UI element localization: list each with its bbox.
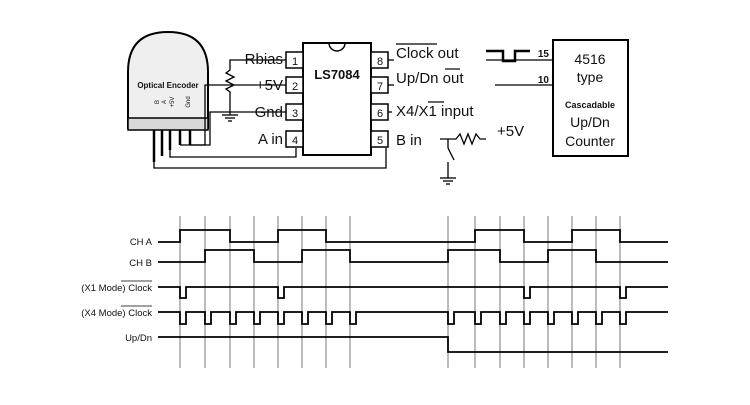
encoder-wiring: [153, 84, 387, 169]
chip-pin-7-num: 7: [377, 81, 383, 93]
encoder-body: [127, 30, 209, 129]
chip-pin-2-box: [285, 76, 304, 94]
clock-pulse-symbol: [486, 49, 530, 63]
encoder-label: Optical Encoder: [137, 81, 198, 90]
pin-label-clock-out: Clock out: [396, 45, 459, 62]
pin-label-a-in: A in: [258, 131, 283, 148]
signal-label-x1-clock: (X1 Mode) Clock: [81, 283, 152, 294]
counter-line-5: Counter: [565, 133, 615, 149]
chip-notch: [328, 42, 346, 52]
waveform-up-dn: [158, 336, 668, 353]
counter-line-2: type: [577, 69, 604, 85]
chip-pin-3-box: [285, 103, 304, 121]
encoder-pin-label-gnd: Gnd: [186, 96, 192, 107]
chip-pin-4-box: [285, 130, 304, 148]
chip-body: [302, 42, 372, 156]
b-in-switch: [440, 132, 486, 185]
pin-label-b-in: B in: [396, 132, 422, 149]
pin-label-up-dn-out: Up/Dn out: [396, 70, 464, 87]
waveform-ch-b: [158, 249, 668, 263]
pin-label-gnd: Gnd: [255, 104, 283, 121]
chip-pin-8-num: 8: [377, 56, 383, 68]
counter-pin-10: 10: [538, 75, 550, 86]
chip-pin-1-box: [285, 51, 304, 69]
ls7084-chip: LS7084 1 2 3 4 Rbias +5V Gnd A in 8 7 6 …: [245, 42, 474, 156]
chip-pin-4-num: 4: [292, 135, 298, 147]
pin-label-x4-x1-input: X4/X1 input: [396, 103, 474, 120]
chip-name: LS7084: [314, 67, 360, 82]
encoder-pin-label-5v: +5V: [170, 97, 176, 108]
rbias-resistor: [222, 59, 286, 122]
optical-encoder: Optical Encoder B A +5V Gnd: [127, 30, 209, 162]
chip-pin-3-num: 3: [292, 108, 298, 120]
timing-diagram: CH A CH B (X1 Mode) Clock (X4 Mode) Cloc…: [81, 216, 668, 368]
counter-4516: 15 10 4516 type Cascadable Up/Dn Counter: [538, 39, 629, 157]
waveform-x1-clock: [158, 286, 668, 299]
chip-pin-6-num: 6: [377, 108, 383, 120]
signal-label-ch-a: CH A: [130, 237, 153, 248]
b-in-pullup-label: +5V: [497, 123, 524, 140]
counter-line-3: Cascadable: [565, 100, 615, 110]
chip-pin-5-num: 5: [377, 135, 383, 147]
waveform-x4-clock: [158, 311, 668, 325]
chip-pin-2-num: 2: [292, 81, 298, 93]
signal-label-up-dn: Up/Dn: [125, 333, 152, 344]
encoder-base: [127, 117, 209, 131]
counter-line-4: Up/Dn: [570, 114, 610, 130]
counter-pin-15: 15: [538, 49, 550, 60]
encoder-leads: [152, 130, 192, 162]
encoder-pin-label-a: A: [162, 100, 168, 104]
signal-label-ch-b: CH B: [129, 258, 152, 269]
signal-label-x4-clock: (X4 Mode) Clock: [81, 308, 152, 319]
chip-pin-1-num: 1: [292, 56, 298, 68]
pin-label-5v: +5V: [256, 77, 283, 94]
timing-gridlines: [179, 216, 621, 368]
encoder-pin-label-b: B: [155, 100, 161, 104]
pin-label-rbias: Rbias: [245, 51, 283, 68]
counter-line-1: 4516: [574, 51, 605, 67]
waveforms: [158, 229, 668, 353]
waveform-ch-a: [158, 229, 668, 243]
counter-body: [552, 39, 629, 157]
chip-pin-5-box: [370, 130, 389, 148]
